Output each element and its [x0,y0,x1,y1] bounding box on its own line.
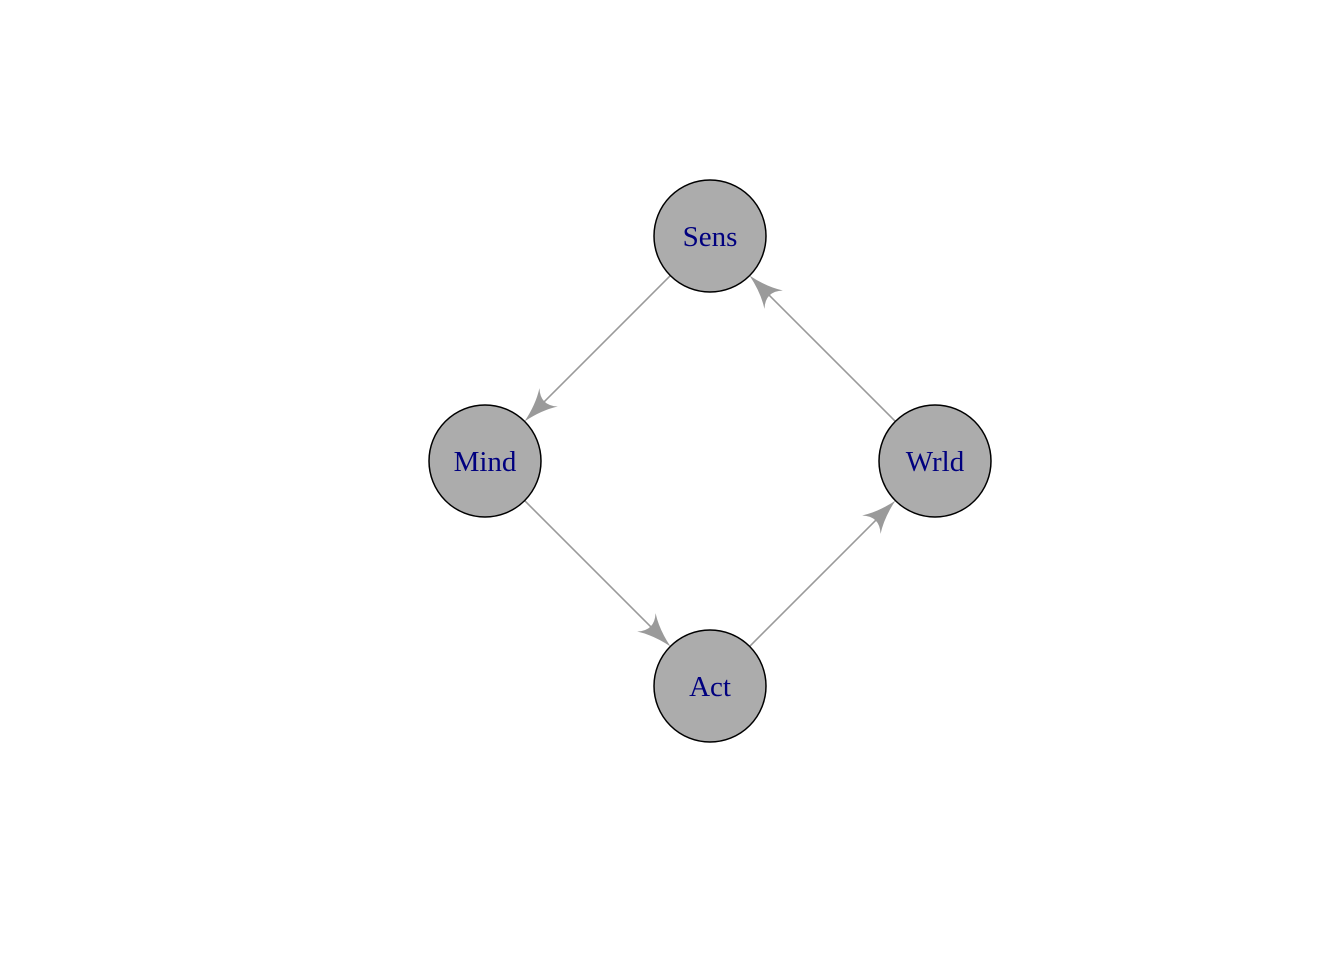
node-sens[interactable]: Sens [653,179,767,293]
node-mind-label: Mind [454,446,517,478]
node-sens-label: Sens [683,221,738,253]
edge-line [524,500,656,632]
arrowhead-icon [637,613,671,647]
node-mind[interactable]: Mind [428,404,542,518]
node-act-label: Act [689,671,731,703]
edge-wrld-to-sens [749,275,896,422]
edge-sens-to-mind [524,275,671,422]
arrowhead-icon [749,275,783,309]
edge-act-to-wrld [749,500,896,647]
edge-mind-to-act [524,500,671,647]
arrowhead-icon [862,500,896,534]
node-sens-circle [653,179,767,293]
node-wrld-label: Wrld [906,446,965,478]
node-act[interactable]: Act [653,629,767,743]
arrowhead-icon [524,388,558,422]
node-wrld[interactable]: Wrld [878,404,992,518]
edges-layer [524,275,896,647]
edge-line [749,515,881,647]
edge-line [539,275,671,407]
nodes-layer: Sens Mind Act Wrld [428,179,992,743]
node-act-circle [653,629,767,743]
node-wrld-circle [878,404,992,518]
edge-line [764,290,896,422]
node-mind-circle [428,404,542,518]
